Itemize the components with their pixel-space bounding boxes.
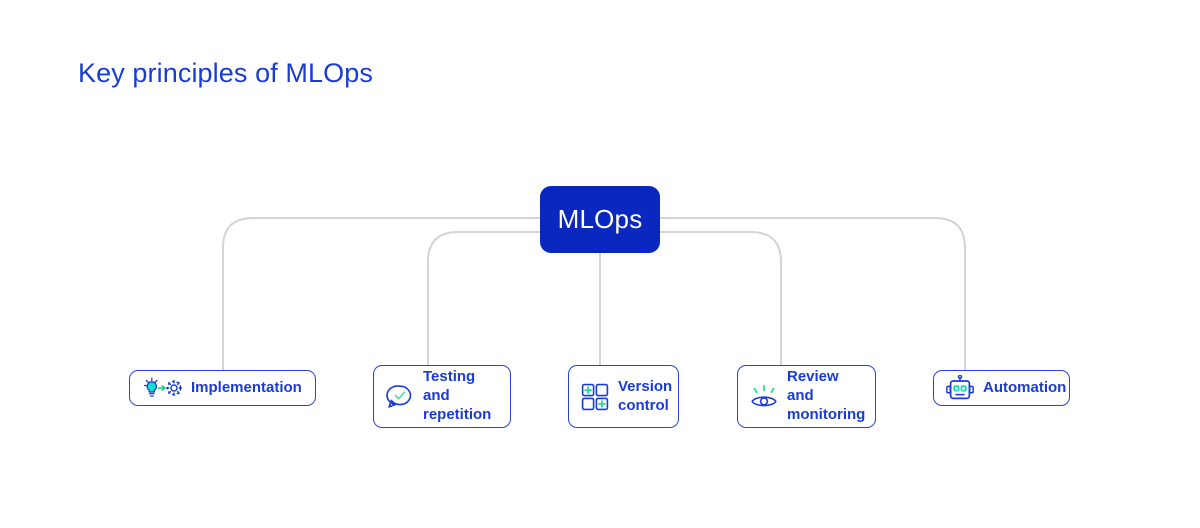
node-card-label: Automation	[983, 378, 1067, 396]
connector-testing	[427, 231, 541, 366]
node-card-review-and-monitoring[interactable]: Review and monitoring	[737, 365, 876, 428]
speech-bubble-check-icon	[386, 384, 412, 408]
page-title: Key principles of MLOps	[78, 58, 373, 88]
node-card-testing-and-repetition[interactable]: Testing and repetition	[373, 365, 511, 428]
eye-rays-icon	[751, 384, 777, 406]
connector-automation	[659, 217, 966, 371]
node-card-automation[interactable]: Automation	[933, 370, 1070, 406]
node-card-label: Version control	[618, 377, 673, 414]
hub-node-label: MLOps	[557, 204, 643, 234]
hub-node-mlops[interactable]: MLOps	[540, 186, 660, 253]
node-card-version-control[interactable]: Version control	[568, 365, 679, 428]
connector-implementation	[222, 217, 541, 371]
lightbulb-arrow-gear-icon	[143, 377, 182, 397]
four-squares-plus-icon	[581, 383, 609, 410]
robot-head-icon	[946, 375, 974, 400]
connector-review	[659, 231, 782, 366]
node-card-label: Implementation	[191, 378, 302, 396]
node-card-label: Testing and repetition	[423, 368, 492, 423]
node-card-implementation[interactable]: Implementation	[129, 370, 316, 406]
node-card-label: Review and monitoring	[787, 368, 866, 423]
